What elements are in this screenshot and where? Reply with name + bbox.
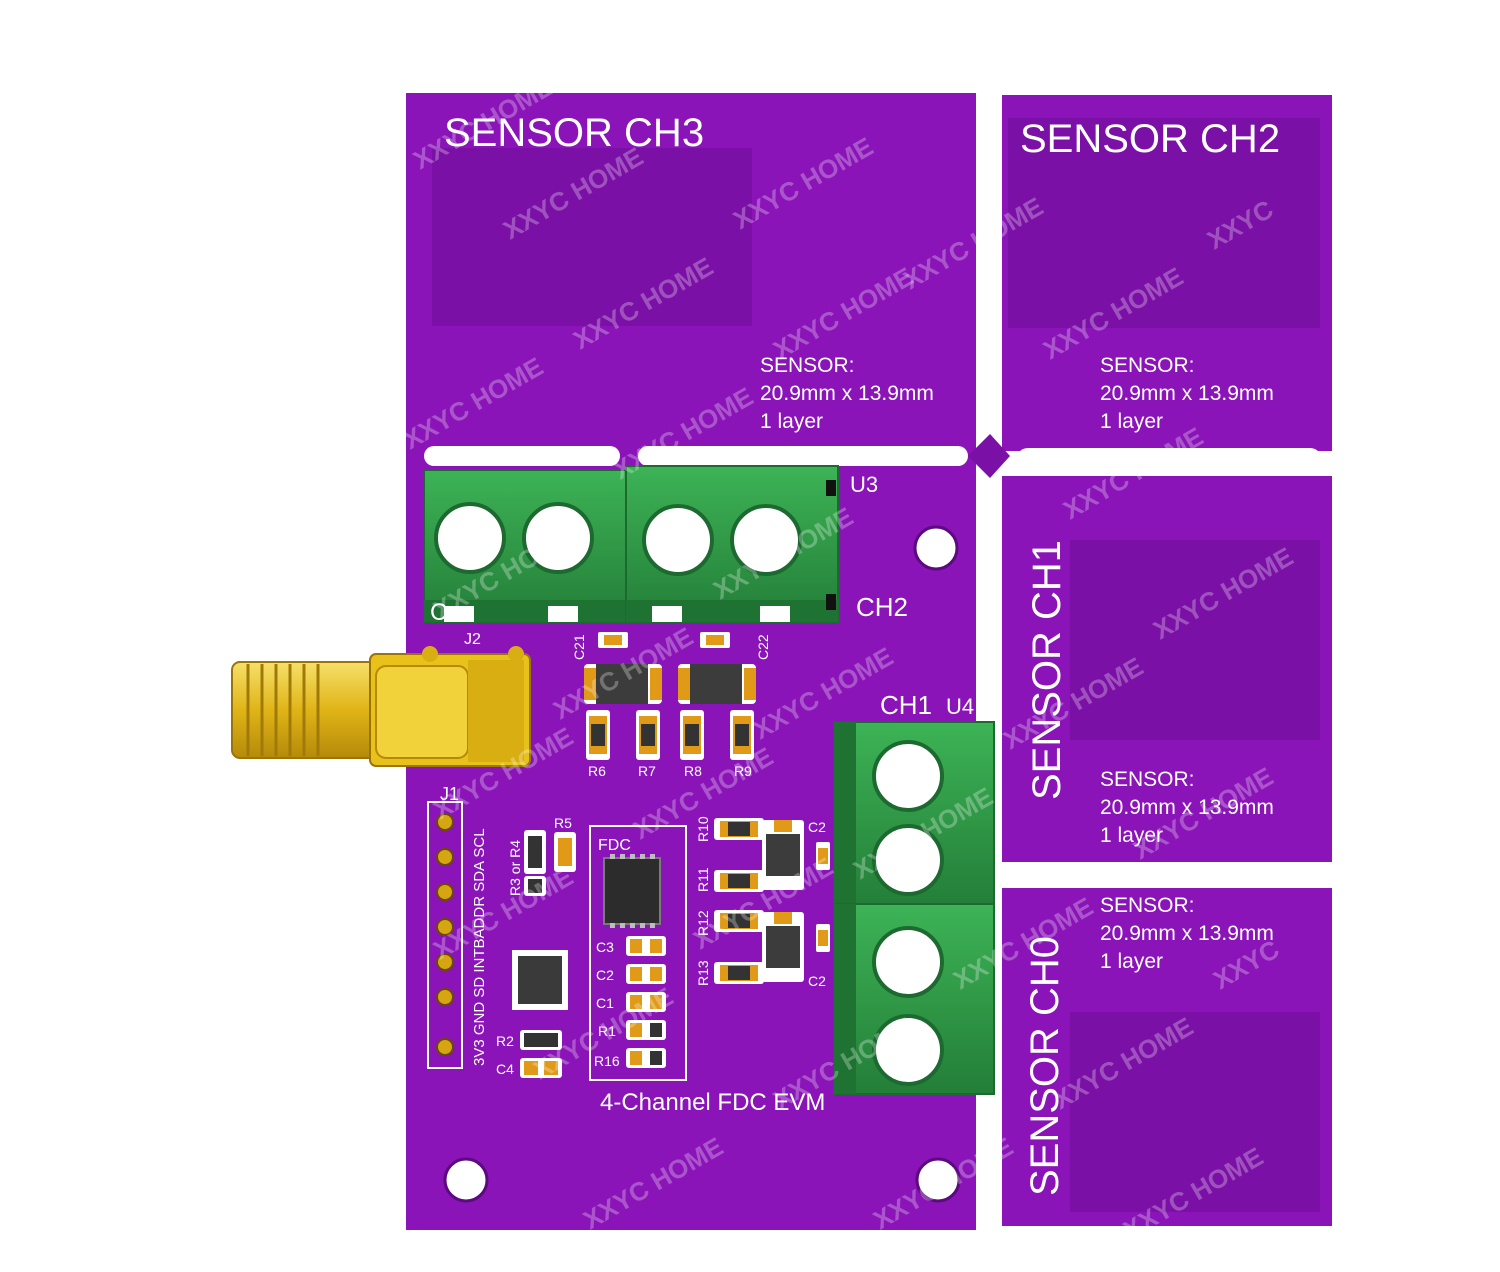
passives-column — [626, 936, 666, 1068]
svg-text:R2: R2 — [496, 1033, 514, 1049]
mounting-holes — [443, 525, 961, 1203]
transistor-upper — [762, 820, 804, 890]
svg-text:SENSOR:: SENSOR: — [760, 354, 855, 377]
svg-text:20.9mm x 13.9mm: 20.9mm x 13.9mm — [1100, 922, 1274, 945]
pin-header-j1 — [427, 801, 463, 1069]
connector-label-ch1: CH1 — [880, 690, 932, 720]
small-ic — [512, 950, 568, 1010]
transistor-lower — [762, 912, 804, 982]
svg-text:SENSOR:: SENSOR: — [1100, 894, 1195, 917]
svg-text:1 layer: 1 layer — [760, 410, 823, 433]
mounting-hole — [913, 525, 959, 571]
terminal-block-top-right — [625, 465, 839, 623]
svg-text:R3 or R4: R3 or R4 — [507, 840, 523, 896]
sensor-spec-ch2: SENSOR: 20.9mm x 13.9mm 1 layer — [1100, 354, 1274, 433]
sensor-title-ch3: SENSOR CH3 — [444, 111, 704, 155]
svg-text:20.9mm x 13.9mm: 20.9mm x 13.9mm — [1100, 796, 1274, 819]
board-title: 4-Channel FDC EVM — [600, 1089, 825, 1116]
sensor-panel-ch1 — [1002, 476, 1332, 862]
svg-text:R11: R11 — [695, 867, 711, 892]
sensor-panel-ch2 — [1002, 95, 1332, 451]
svg-text:1 layer: 1 layer — [1100, 824, 1163, 847]
fdc-module-outline — [589, 825, 687, 1081]
svg-text:20.9mm x 13.9mm: 20.9mm x 13.9mm — [760, 382, 934, 405]
connector-label-j1: J1 — [440, 784, 459, 804]
component-designators: C21 C22 R6 R7 R8 R9 R5 R3 or R4 R10 R11 … — [496, 634, 826, 1077]
sensor-panel-ch0 — [1002, 888, 1332, 1226]
terminal-block-right-lower — [833, 903, 995, 1095]
svg-text:R12: R12 — [695, 910, 711, 936]
svg-text:R16: R16 — [594, 1053, 620, 1069]
fdc-chip — [603, 854, 661, 928]
sensor-spec-ch3: SENSOR: 20.9mm x 13.9mm 1 layer — [760, 354, 934, 433]
terminal-block-right-upper — [833, 721, 995, 909]
header-pin-labels: 3V3 GND SD INTBADDR SDA SCL — [471, 828, 488, 1066]
sensor-pad-ch2 — [1008, 118, 1320, 328]
svg-text:C2: C2 — [596, 967, 614, 983]
svg-text:C3: C3 — [596, 939, 614, 955]
mounting-hole — [915, 1157, 961, 1203]
connector-label-c: C — [430, 599, 447, 626]
connector-label-u3: U3 — [850, 472, 878, 497]
connector-label-ch2: CH2 — [856, 592, 908, 622]
svg-text:R9: R9 — [734, 763, 752, 779]
svg-text:1 layer: 1 layer — [1100, 950, 1163, 973]
breakaway-slots — [424, 95, 1322, 886]
svg-text:C22: C22 — [755, 634, 771, 660]
inductor-left — [584, 664, 662, 704]
svg-text:20.9mm x 13.9mm: 20.9mm x 13.9mm — [1100, 382, 1274, 405]
connector-label-j2: J2 — [464, 631, 481, 648]
sensor-title-ch1: SENSOR CH1 — [1025, 540, 1069, 800]
sensor-spec-ch0: SENSOR: 20.9mm x 13.9mm 1 layer — [1100, 894, 1274, 973]
svg-text:R7: R7 — [638, 763, 656, 779]
resistors-r6-r9 — [586, 710, 754, 760]
mounting-hole — [443, 1157, 489, 1203]
passives-left — [520, 830, 576, 1078]
smd-components — [512, 632, 830, 1078]
terminal-block-top-left — [423, 469, 631, 623]
svg-text:C1: C1 — [596, 995, 614, 1011]
sensor-title-ch2: SENSOR CH2 — [1020, 117, 1280, 161]
sensor-pad-ch3 — [432, 148, 752, 326]
silkscreen-text: SENSOR CH3 SENSOR CH2 SENSOR CH1 SENSOR … — [430, 111, 1280, 1196]
svg-text:R6: R6 — [588, 763, 606, 779]
resistors-r10-r13 — [714, 818, 764, 984]
sensor-pad-ch0 — [1070, 1012, 1320, 1212]
capacitor-c22 — [700, 632, 730, 648]
svg-text:C4: C4 — [496, 1061, 514, 1077]
svg-text:R13: R13 — [695, 960, 711, 986]
svg-text:SENSOR:: SENSOR: — [1100, 354, 1195, 377]
chip-label: FDC — [598, 837, 631, 854]
svg-text:C21: C21 — [571, 634, 587, 660]
capacitor-c21 — [598, 632, 628, 648]
svg-text:C2: C2 — [808, 819, 826, 835]
svg-text:C2: C2 — [808, 973, 826, 989]
sensor-title-ch0: SENSOR CH0 — [1023, 936, 1067, 1196]
inductor-right — [678, 664, 756, 704]
svg-text:R5: R5 — [554, 815, 572, 831]
svg-text:SENSOR:: SENSOR: — [1100, 768, 1195, 791]
sensor-spec-ch1: SENSOR: 20.9mm x 13.9mm 1 layer — [1100, 768, 1274, 847]
svg-text:R1: R1 — [598, 1023, 616, 1039]
svg-text:R8: R8 — [684, 763, 702, 779]
svg-text:1 layer: 1 layer — [1100, 410, 1163, 433]
svg-text:R10: R10 — [695, 816, 711, 842]
sma-connector — [231, 646, 531, 767]
connector-label-u4: U4 — [946, 694, 974, 719]
sensor-pad-ch1 — [1070, 540, 1320, 740]
